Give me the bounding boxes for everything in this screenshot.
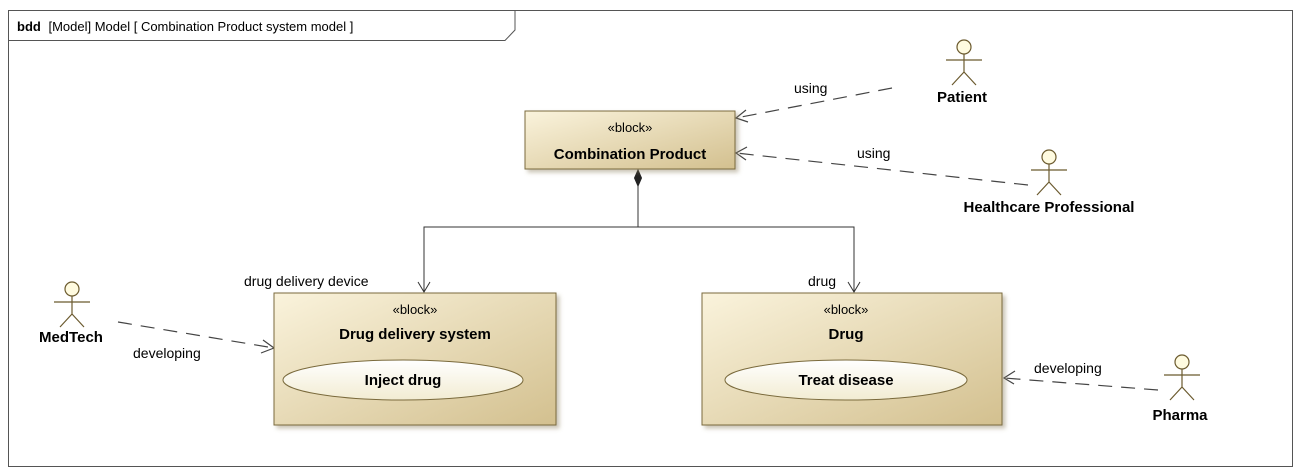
frame-kind: bdd [17, 19, 41, 34]
label-using-patient: using [794, 80, 827, 96]
use-case-inject-drug[interactable]: Inject drug [282, 359, 524, 401]
frame-header: bdd [Model] Model [ Combination Product … [17, 19, 353, 34]
actor-stick-figure-icon [1164, 354, 1200, 401]
block-drug[interactable]: «block» Drug [701, 292, 1003, 426]
dependency-pharma-developing[interactable] [1002, 370, 1159, 391]
arrowhead-icon [417, 281, 431, 293]
actor-stick-figure-icon [54, 281, 90, 328]
actor-patient[interactable]: Patient [937, 39, 987, 106]
block-name: Drug [829, 326, 864, 343]
block-name: Drug delivery system [339, 326, 491, 343]
arrowhead-icon [734, 109, 749, 123]
use-case-treat-disease[interactable]: Treat disease [724, 359, 968, 401]
use-case-label: Treat disease [798, 372, 893, 389]
actor-pharma[interactable]: Pharma [1152, 354, 1208, 424]
actor-name: Healthcare Professional [964, 199, 1135, 216]
use-case-label: Inject drug [365, 372, 442, 389]
arrowhead-icon [1002, 370, 1016, 385]
block-stereotype: «block» [608, 120, 653, 135]
block-drug-delivery-system[interactable]: «block» Drug delivery system [273, 292, 557, 426]
block-stereotype: «block» [393, 302, 438, 317]
block-combination-product[interactable]: «block» Combination Product [524, 110, 736, 170]
role-label-drug-delivery-device: drug delivery device [244, 273, 369, 289]
actor-name: MedTech [39, 329, 103, 346]
frame-title: [Model] Model [ Combination Product syst… [48, 19, 353, 34]
block-name: Combination Product [554, 146, 707, 163]
composition-diamond-icon [633, 168, 643, 188]
actor-stick-figure-icon [946, 39, 982, 86]
role-label-drug: drug [808, 273, 836, 289]
arrowhead-icon [847, 281, 861, 293]
label-developing-medtech: developing [133, 345, 201, 361]
actor-name: Patient [937, 89, 987, 106]
block-stereotype: «block» [824, 302, 869, 317]
label-developing-pharma: developing [1034, 360, 1102, 376]
diagram-frame: bdd [Model] Model [ Combination Product … [8, 10, 1293, 467]
label-using-hcp: using [857, 145, 890, 161]
composition-connector[interactable] [417, 168, 861, 293]
actor-medtech[interactable]: MedTech [39, 281, 103, 346]
actor-healthcare-professional[interactable]: Healthcare Professional [964, 149, 1135, 216]
arrowhead-icon [734, 146, 748, 161]
actor-stick-figure-icon [1031, 149, 1067, 196]
actor-name: Pharma [1152, 407, 1208, 424]
dependency-hcp-using[interactable] [734, 146, 1029, 186]
dependency-patient-using[interactable] [734, 87, 893, 123]
